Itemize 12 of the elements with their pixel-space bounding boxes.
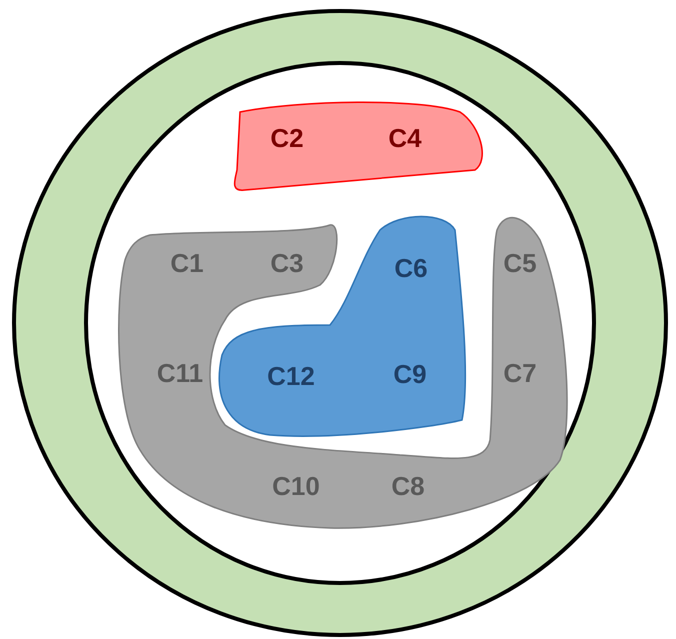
cluster-label: C1 xyxy=(170,248,204,278)
cluster-label: C8 xyxy=(391,471,425,501)
cluster-label: C3 xyxy=(270,248,304,278)
cluster-label: C7 xyxy=(503,358,537,388)
cluster-label: C6 xyxy=(394,253,428,283)
cluster-label: C11 xyxy=(156,358,204,388)
cluster-label: C10 xyxy=(272,471,320,501)
cluster-label: C4 xyxy=(388,123,422,153)
cluster-label: C9 xyxy=(393,359,427,389)
cluster-label: C12 xyxy=(267,361,315,391)
cluster-label: C5 xyxy=(503,248,537,278)
cluster-label: C2 xyxy=(270,123,304,153)
